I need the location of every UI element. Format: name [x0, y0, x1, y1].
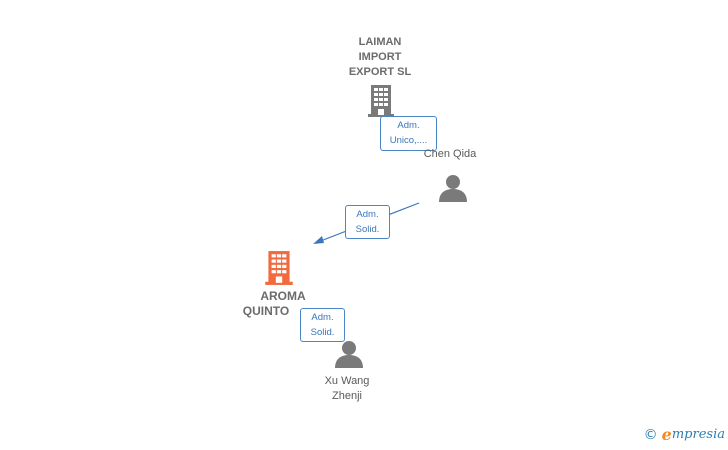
brand-watermark: © e mpresia: [644, 425, 725, 444]
node-chen-label-line: Chen Qida: [423, 148, 477, 160]
node-laiman-label-line: LAIMAN: [358, 36, 402, 48]
node-laiman-label-line: EXPORT SL: [348, 66, 412, 78]
edge-chen-aroma-arrowhead: [313, 236, 324, 244]
node-aroma-label-line: QUINTO: [242, 304, 290, 318]
brand-name: mpresia: [671, 427, 725, 442]
node-xu-label-line: Zhenji: [332, 390, 362, 402]
building-icon[interactable]: [366, 84, 396, 118]
node-xu-label-line: Xu Wang: [324, 375, 370, 387]
copyright-symbol: ©: [643, 426, 658, 443]
node-aroma-label[interactable]: AROMA QUINTO: [236, 289, 316, 319]
role-text: Adm.: [356, 209, 379, 220]
role-text: Adm.: [311, 312, 334, 323]
role-box-chen-laiman[interactable]: Adm. Unico,....: [380, 116, 437, 151]
role-box-xu-aroma[interactable]: Adm. Solid.: [300, 308, 345, 342]
building-icon[interactable]: [263, 250, 295, 286]
role-box-chen-aroma[interactable]: Adm. Solid.: [345, 205, 390, 239]
node-laiman-label[interactable]: LAIMAN IMPORT EXPORT SL: [330, 35, 430, 80]
node-chen-label[interactable]: Chen Qida: [405, 147, 495, 162]
node-xu-label[interactable]: Xu Wang Zhenji: [302, 374, 392, 404]
role-text: Solid.: [310, 327, 335, 338]
brand-initial: e: [661, 425, 672, 444]
node-laiman-label-line: IMPORT: [358, 51, 402, 63]
role-text: Unico,....: [389, 135, 428, 146]
role-text: Adm.: [397, 120, 420, 131]
role-text: Solid.: [355, 224, 380, 235]
person-icon[interactable]: [438, 173, 468, 203]
person-icon[interactable]: [334, 339, 364, 369]
node-aroma-label-line: AROMA: [260, 289, 306, 303]
